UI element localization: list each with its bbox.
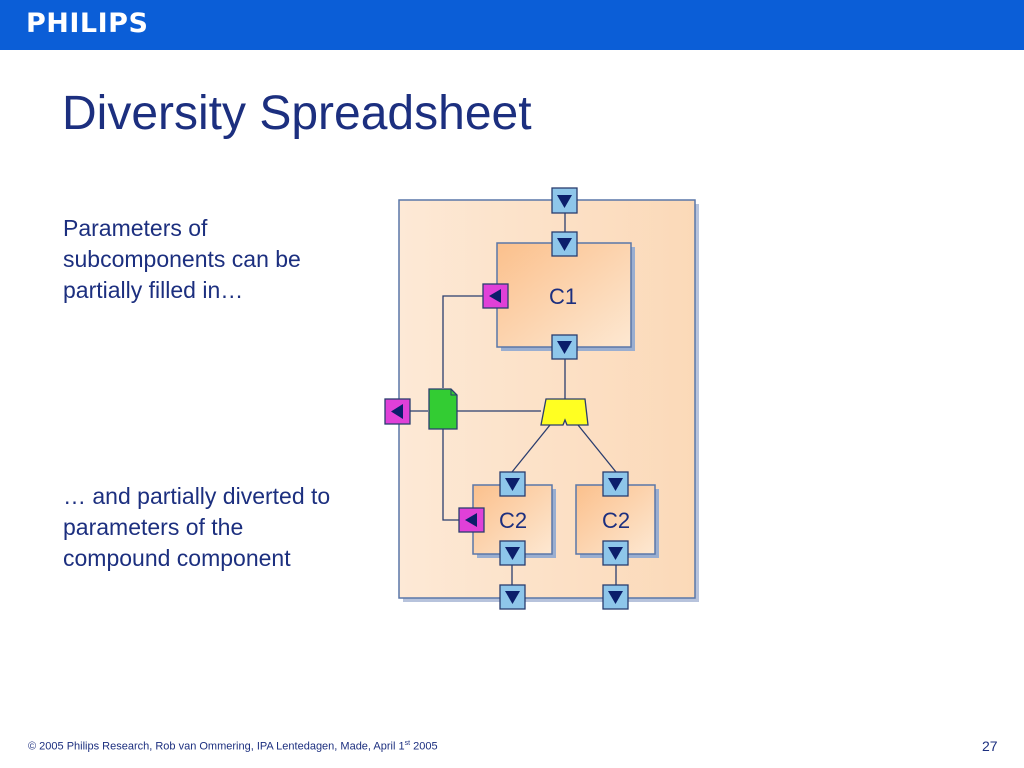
param-port-c1 <box>482 283 509 309</box>
arrow-left-icon <box>465 513 477 527</box>
param-port-c2-left <box>458 507 485 533</box>
port-c2-left-output <box>499 540 526 566</box>
arrow-down-icon <box>608 547 623 560</box>
slide-title: Diversity Spreadsheet <box>62 87 532 140</box>
text-block-bottom: … and partially diverted to parameters o… <box>63 481 383 574</box>
footer-text: © 2005 Philips Research, Rob van Ommerin… <box>28 740 438 753</box>
arrow-down-icon <box>505 478 520 491</box>
text-bottom-line-1: … and partially diverted to <box>63 483 331 509</box>
arrow-left-icon <box>391 404 403 419</box>
arrow-down-icon <box>608 478 623 491</box>
text-top-line-1: Parameters of <box>63 215 208 241</box>
component-c1: C1 <box>496 242 635 351</box>
header-bar: PHILIPS <box>0 0 1024 50</box>
arrow-left-icon <box>489 289 501 303</box>
switch-icon <box>540 398 589 426</box>
port-c2-right-output <box>602 540 629 566</box>
c1-label: C1 <box>549 284 577 309</box>
text-top-line-2: subcomponents can be <box>63 246 301 272</box>
port-bottom-right-outer <box>602 584 629 610</box>
document-icon <box>428 388 458 430</box>
footer-end: 2005 <box>410 740 438 753</box>
text-top-line-3: partially filled in… <box>63 277 244 303</box>
footer-superscript: st <box>404 740 411 747</box>
arrow-down-icon <box>557 341 572 354</box>
page-number: 27 <box>982 738 998 754</box>
philips-logo: PHILIPS <box>26 8 149 39</box>
port-c1-top-outer <box>551 187 578 214</box>
text-bottom-line-2: parameters of the <box>63 514 244 540</box>
text-bottom-line-3: compound component <box>63 545 291 571</box>
port-c2-left-input <box>499 471 526 497</box>
arrow-down-icon <box>557 195 572 208</box>
c2-left-label: C2 <box>499 508 527 533</box>
param-port-compound <box>384 398 411 425</box>
connection-lines <box>410 213 617 585</box>
arrow-down-icon <box>557 238 572 251</box>
arrow-down-icon <box>608 591 623 604</box>
c2-right-label: C2 <box>602 508 630 533</box>
port-c1-input <box>551 231 578 257</box>
arrow-down-icon <box>505 547 520 560</box>
port-bottom-left-outer <box>499 584 526 610</box>
arrow-down-icon <box>505 591 520 604</box>
footer-main: © 2005 Philips Research, Rob van Ommerin… <box>28 740 405 753</box>
port-c2-right-input <box>602 471 629 497</box>
port-c1-output <box>551 334 578 360</box>
text-block-top: Parameters of subcomponents can be parti… <box>63 213 363 306</box>
